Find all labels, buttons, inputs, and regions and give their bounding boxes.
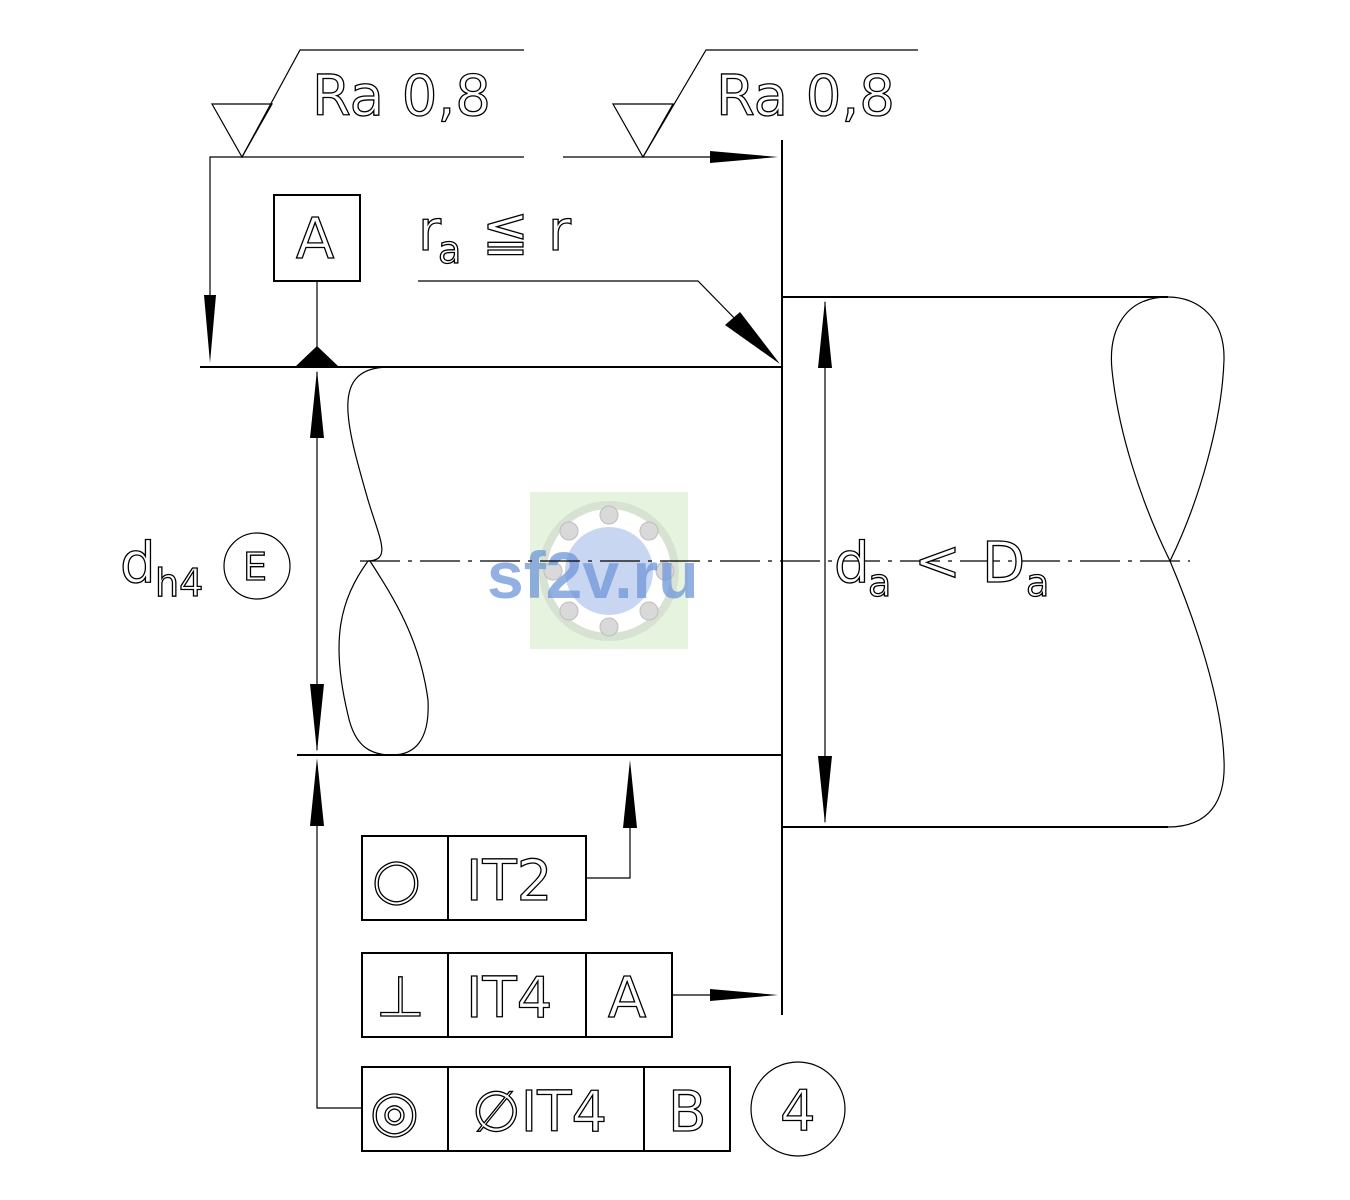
surface-symbol-right: Ra 0,8 [611,49,918,159]
datum-a-feature: A [273,194,361,366]
abutment-break-line [1110,296,1225,828]
perpendicularity-symbol: ⊥ [376,965,425,1030]
coaxiality-datum: B [668,1080,706,1145]
arrow-head [818,756,832,824]
envelope-requirement-label: E [243,545,267,589]
arrow-head [310,758,324,826]
shaft-break-line [338,366,429,756]
surface-roughness-left-label: Ra 0,8 [312,64,491,129]
perpendicularity-value: IT4 [466,966,552,1031]
datum-a-label: A [296,207,334,272]
watermark-text: sf2v.ru [487,538,699,612]
abutment-diameter-relation: < [914,529,961,594]
shaft-diameter-subscript: h4 [155,561,203,605]
watermark: sf2v.ru [487,492,699,649]
coaxiality-symbol: ◎ [370,1079,419,1144]
arrow-head [710,151,778,163]
shaft-diameter-symbol: d [120,531,156,596]
envelope-requirement-circle [223,532,291,600]
arrow-head [710,989,778,1001]
surface-leader-left [209,156,524,300]
arrow-head [818,300,832,368]
coaxiality-tolerance-frame: ◎ ∅IT4 B 4 [310,758,846,1157]
arrow-head [310,370,324,438]
note-reference-number: 4 [780,1079,816,1144]
abutment-outline [782,296,1225,828]
roundness-value: IT2 [466,849,552,914]
surface-roughness-right-label: Ra 0,8 [716,64,895,129]
arrow-head [204,295,216,363]
arrow-head [310,684,324,752]
radius-note-relation: ≦ [482,199,529,264]
roundness-leader [586,820,631,879]
abutment-diameter-subscript: a [868,561,891,605]
perpendicularity-datum: A [608,966,646,1031]
housing-diameter-symbol: D [982,531,1025,596]
coaxiality-leader [316,822,362,1109]
abutment-diameter-symbol: d [834,531,870,596]
surface-symbol-left: Ra 0,8 [210,49,524,159]
abutment-diameter-dimension: d a < D a [818,300,1050,824]
housing-diameter-subscript: a [1026,561,1049,605]
radius-note-subscript: a [438,228,461,272]
radius-note: r a ≦ r [417,198,780,364]
radius-note-symbol: r [418,199,442,264]
arrow-head [725,312,780,364]
note-reference-circle [750,1061,846,1157]
roundness-tolerance-frame: ○ IT2 [361,760,637,921]
arrow-head [623,760,637,828]
shaft-diameter-dimension: d h4 E [119,370,324,752]
radius-leader [418,280,743,327]
perpendicularity-tolerance-frame: ⊥ IT4 A [361,952,778,1038]
shaft-outline [200,140,783,1015]
roundness-symbol: ○ [372,847,421,912]
datum-triangle [296,346,338,366]
coaxiality-value: ∅IT4 [472,1080,607,1145]
radius-note-rhs: r [548,199,572,264]
